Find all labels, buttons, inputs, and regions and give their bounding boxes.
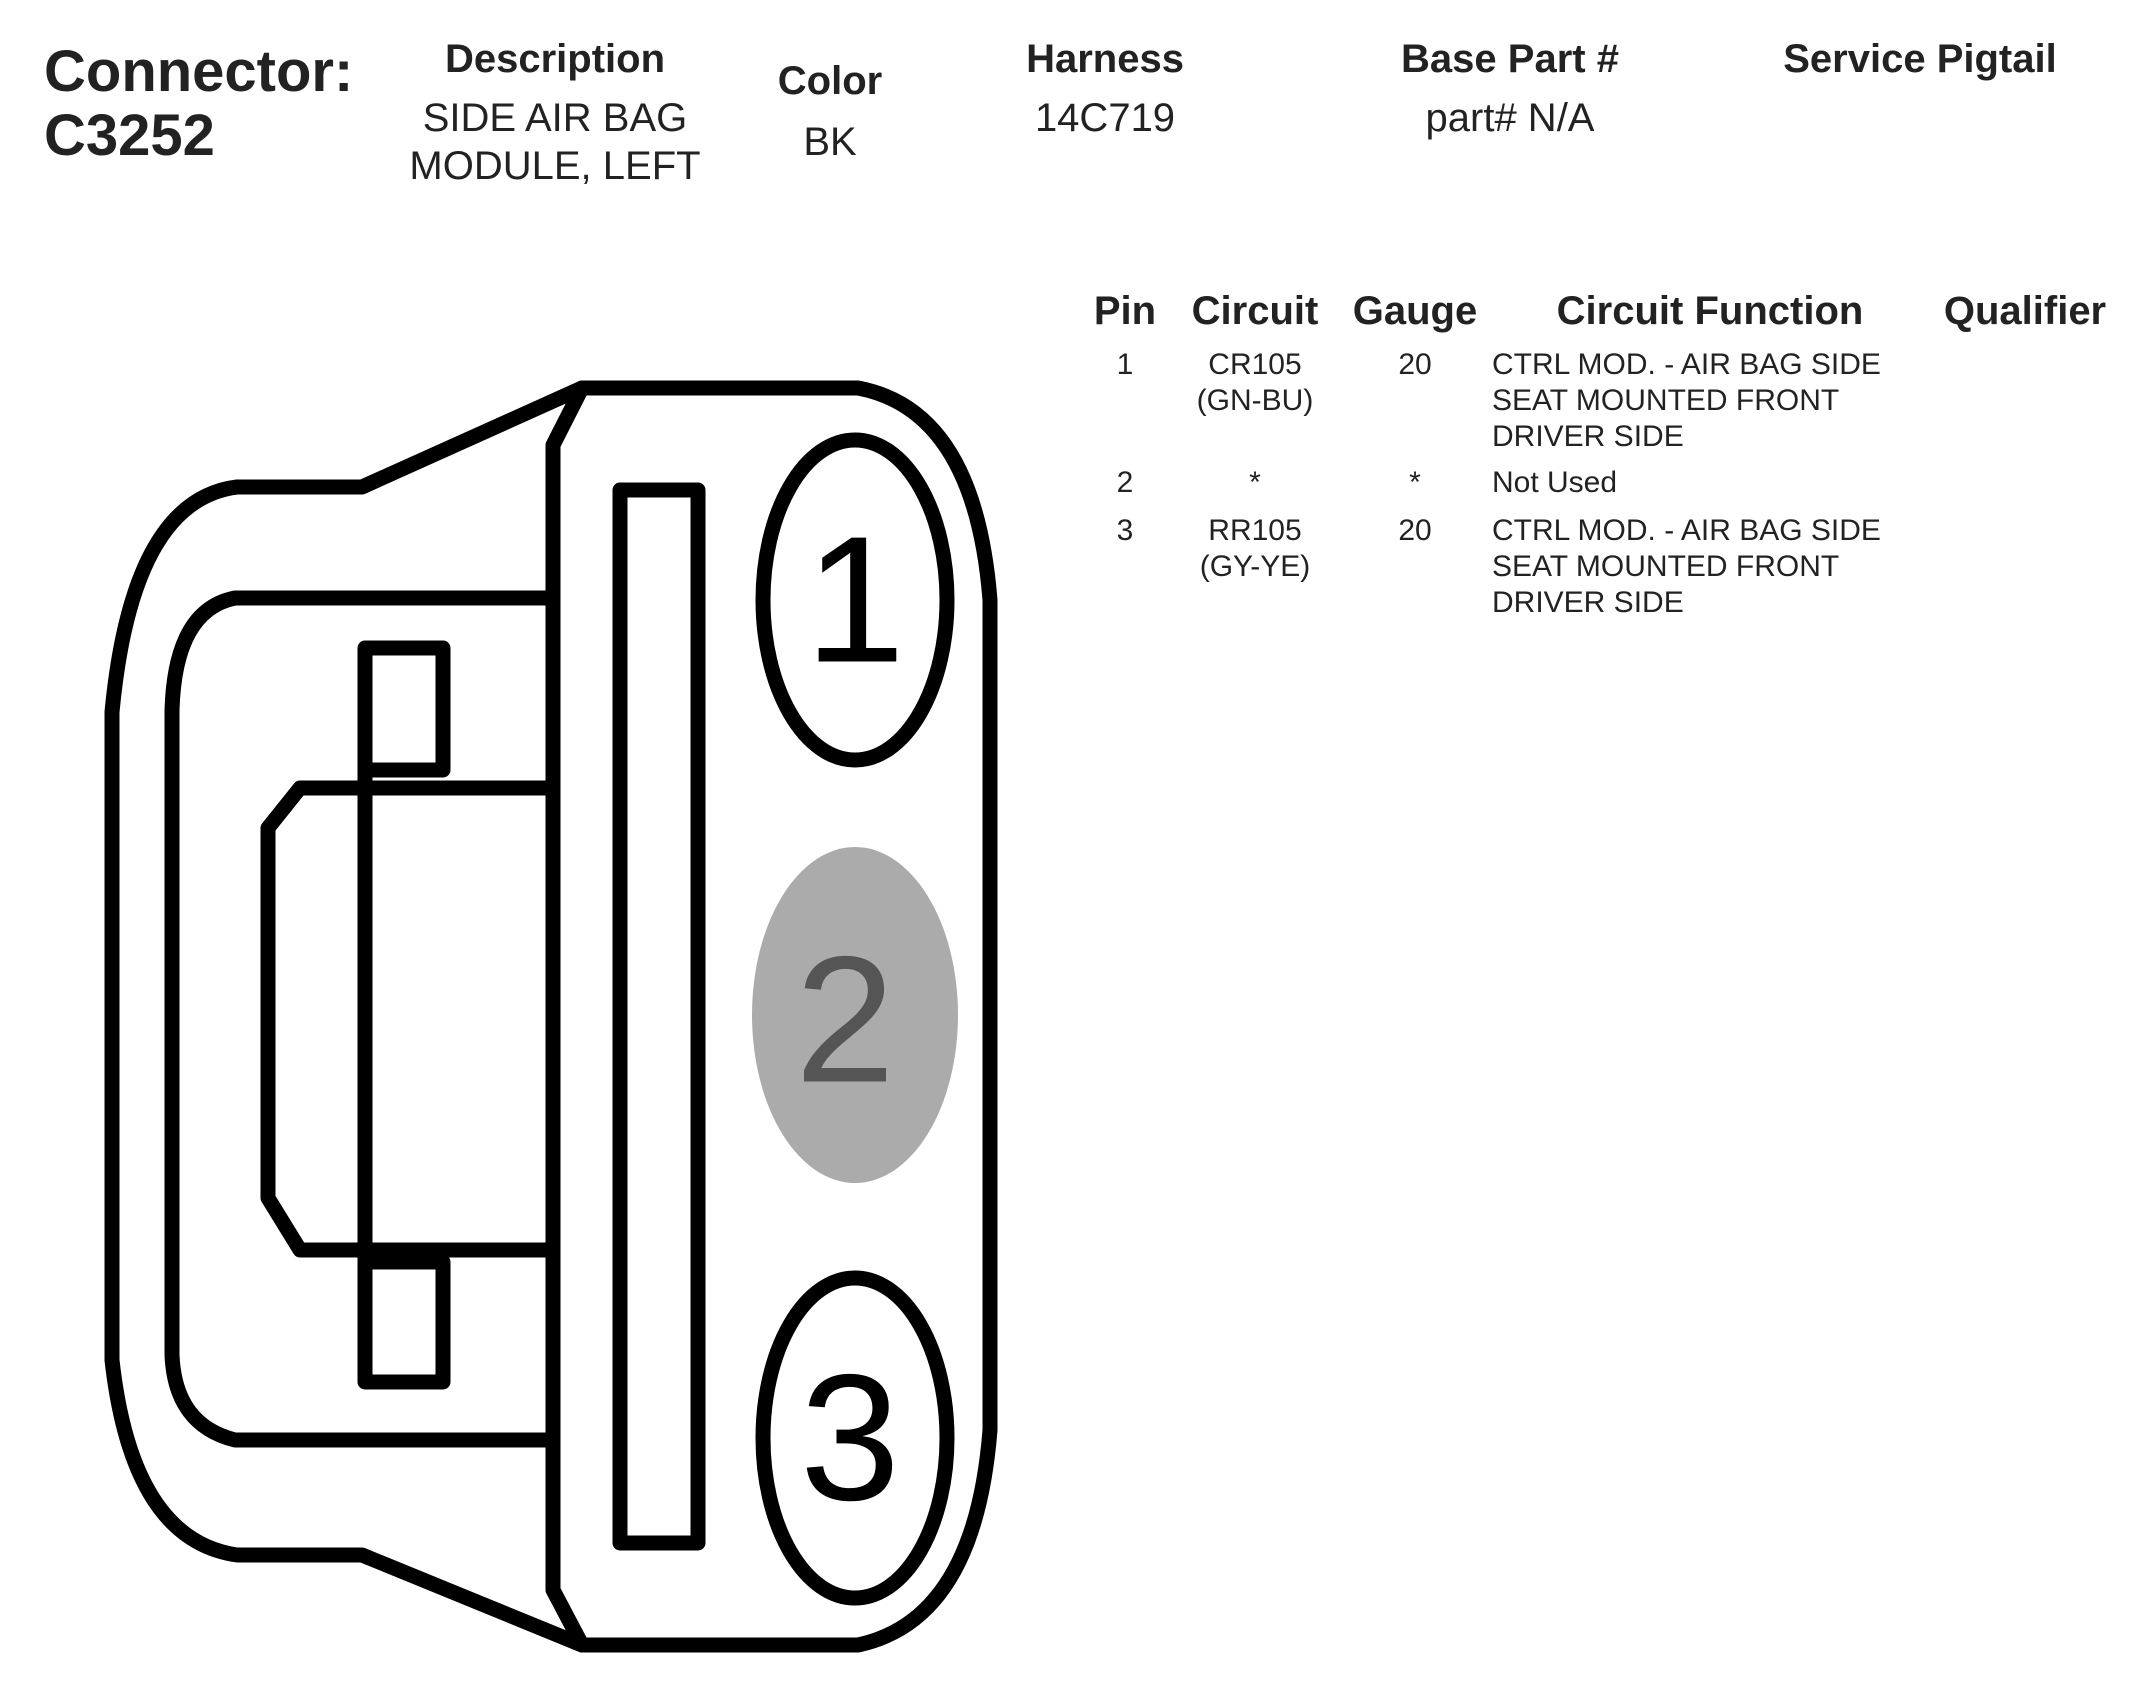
function-cell: CTRL MOD. - AIR BAG SIDE SEAT MOUNTED FR… — [1492, 347, 1912, 455]
color-value: BK — [803, 120, 857, 164]
gauge-cell: * — [1409, 466, 1421, 499]
function-line: DRIVER SIDE — [1492, 586, 1684, 619]
latch-post-top — [357, 640, 451, 778]
pin-3-circle — [755, 1270, 955, 1606]
color-label: Color — [777, 59, 883, 103]
function-line: CTRL MOD. - AIR BAG SIDE — [1492, 514, 1881, 547]
circuit-cell: * — [1249, 466, 1261, 499]
pin-2-circle — [752, 847, 958, 1183]
divider-wall — [545, 380, 590, 1653]
latch-bracket — [260, 780, 558, 1258]
function-cell: Not Used — [1492, 465, 1912, 501]
column-header-gauge: Gauge — [1352, 289, 1478, 333]
column-header-qualifier: Qualifier — [1943, 289, 2107, 333]
description-label: Description — [444, 37, 666, 81]
service-pigtail-label: Service Pigtail — [1783, 37, 2057, 81]
connector-outline — [104, 380, 998, 1653]
pin-3-cavity: 3 — [755, 1270, 955, 1606]
function-line: SEAT MOUNTED FRONT — [1492, 384, 1840, 417]
column-header-circuit-function: Circuit Function — [1556, 289, 1864, 333]
connector-id: C3252 — [44, 103, 215, 168]
connector-label: Connector: — [44, 39, 354, 104]
pin-2-cavity: 2 — [752, 847, 958, 1183]
pin-cell: 2 — [1116, 466, 1134, 499]
base-part-label: Base Part # — [1401, 37, 1619, 81]
function-line: CTRL MOD. - AIR BAG SIDE — [1492, 348, 1881, 381]
pin-1-number: 1 — [805, 500, 905, 701]
harness-value: 14C719 — [1034, 96, 1176, 140]
harness-label: Harness — [1026, 37, 1184, 81]
column-header-pin: Pin — [1093, 289, 1157, 333]
function-cell: CTRL MOD. - AIR BAG SIDE SEAT MOUNTED FR… — [1492, 513, 1912, 621]
housing-inner-ring — [164, 590, 558, 1448]
circuit-cell: CR105 — [1208, 348, 1302, 381]
circuit-color-cell: (GY-YE) — [1199, 550, 1311, 583]
pin-3-number: 3 — [800, 1338, 900, 1539]
circuit-cell: RR105 — [1208, 514, 1302, 547]
latch-post-bottom — [357, 1254, 451, 1390]
function-line: DRIVER SIDE — [1492, 420, 1684, 453]
pin-2-number: 2 — [795, 920, 895, 1121]
function-line: SEAT MOUNTED FRONT — [1492, 550, 1840, 583]
gauge-cell: 20 — [1398, 348, 1432, 381]
gauge-cell: 20 — [1398, 514, 1432, 547]
column-header-circuit: Circuit — [1191, 289, 1319, 333]
description-line-2: MODULE, LEFT — [409, 144, 701, 188]
key-rib — [612, 482, 706, 1551]
base-part-value: part# N/A — [1425, 96, 1595, 140]
housing-outer-shell — [104, 380, 998, 1653]
connector-face-diagram: 1 2 3 — [104, 380, 998, 1653]
description-line-1: SIDE AIR BAG — [422, 96, 688, 140]
pin-1-circle — [755, 432, 955, 768]
circuit-color-cell: (GN-BU) — [1196, 384, 1314, 417]
pin-cell: 3 — [1116, 514, 1134, 547]
connector-title: Connector: C3252 — [44, 40, 353, 168]
pin-1-cavity: 1 — [755, 432, 955, 768]
function-line: Not Used — [1492, 466, 1618, 499]
pin-cell: 1 — [1116, 348, 1134, 381]
